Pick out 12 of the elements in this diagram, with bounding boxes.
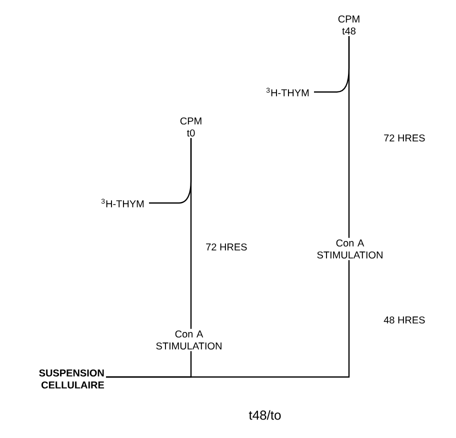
text-label: t48/to — [248, 410, 281, 420]
connector-line — [106, 260, 350, 378]
edge-label: 48 HRES — [382, 315, 426, 325]
text-label: $^{3}$H-THYM — [101, 198, 144, 208]
text-label: Con A STIMULATION — [156, 330, 222, 350]
text-label: SUSPENSION CELLULAIRE — [39, 369, 104, 389]
edge-label: 72 HRES — [382, 133, 426, 143]
edge-label: 72 HRES — [204, 242, 248, 252]
text-label: $^{3}$H-THYM — [266, 88, 309, 96]
text-label: Con A STIMULATION — [317, 239, 382, 259]
text-label: CPM t48 — [338, 15, 360, 35]
text-label: CPM t0 — [180, 117, 202, 137]
